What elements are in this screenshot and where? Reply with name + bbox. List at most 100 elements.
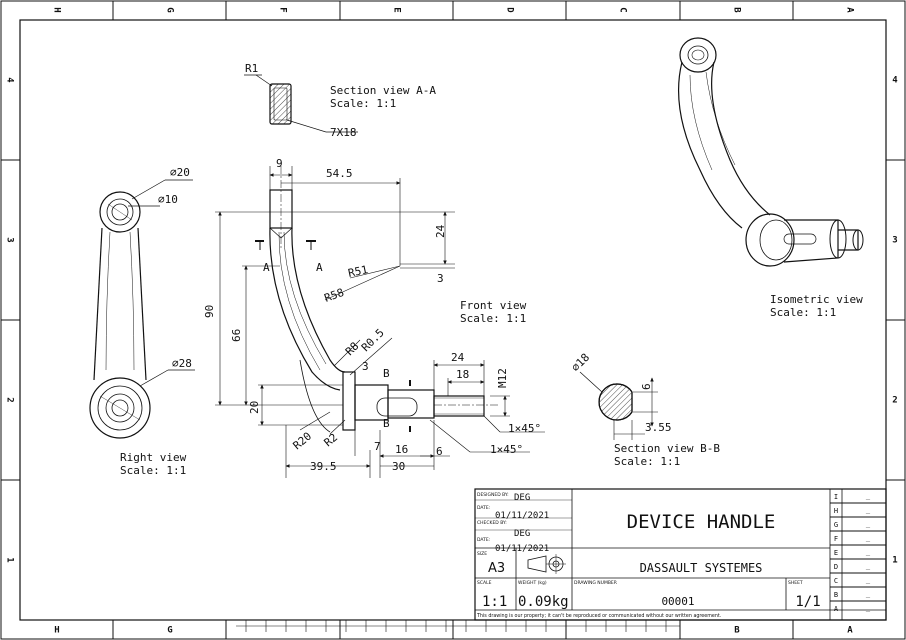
weight-label: WEIGHT (kg) <box>518 580 547 586</box>
row-label-right: 1 <box>892 556 897 566</box>
scale-label: SCALE <box>477 580 492 586</box>
revision-letter: B <box>834 591 838 599</box>
revision-letter: F <box>834 535 838 543</box>
revision-letter: H <box>834 507 838 515</box>
scale-value: 1:1 <box>482 594 507 610</box>
dim-3-shoulder: 3 <box>362 360 369 373</box>
aa-radius-label: R1 <box>245 62 258 75</box>
border-row-labels: 4 3 2 1 4 3 2 1 <box>5 76 899 566</box>
bb-dia18: ⌀18 <box>569 351 592 374</box>
checked-by: DEG <box>514 529 530 539</box>
dim-24-horizontal: 24 <box>451 351 465 364</box>
dim-24-vertical: 24 <box>434 224 447 238</box>
isometric-title: Isometric view <box>770 293 863 306</box>
row-label-left: 4 <box>5 77 15 83</box>
title-block <box>474 488 887 621</box>
row-label-right: 3 <box>892 236 897 246</box>
dim-r20: R20 <box>291 430 315 453</box>
dim-39-5: 39.5 <box>310 460 337 473</box>
bb-title: Section view B-B <box>614 442 720 455</box>
right-view <box>89 179 195 439</box>
col-label-top: G <box>165 7 175 12</box>
col-label-top: A <box>845 7 855 13</box>
revision-mark: _ <box>866 506 871 514</box>
revision-letter: E <box>834 549 838 557</box>
checked-by-label: CHECKED BY: <box>477 520 507 526</box>
sheet-label: SHEET <box>788 580 803 586</box>
front-view <box>255 166 500 433</box>
revision-mark: _ <box>866 548 871 556</box>
revision-letter: I <box>834 493 838 501</box>
right-view-scale: Scale: 1:1 <box>120 464 186 477</box>
section-view-bb <box>579 371 658 440</box>
col-label-bottom: A <box>847 626 853 636</box>
dim-9: 9 <box>276 157 283 170</box>
dim-7: 7 <box>374 440 381 453</box>
revision-letter: A <box>834 605 839 613</box>
border-column-labels: H G F E D C B A H G B A <box>52 7 855 635</box>
dim-dia28: ⌀28 <box>172 357 192 370</box>
drawing-number: 00001 <box>661 595 694 608</box>
dim-m12: M12 <box>496 368 509 388</box>
revision-letter: G <box>834 521 838 529</box>
isometric-view <box>677 37 864 267</box>
revision-mark: _ <box>866 590 871 598</box>
section-view-aa: R1 7X18 Section view A-A Scale: 1:1 <box>244 62 436 139</box>
date-label-2: DATE: <box>477 537 490 543</box>
col-label-bottom: H <box>54 626 59 636</box>
dim-dia20: ⌀20 <box>170 166 190 179</box>
dim-20: 20 <box>248 401 261 414</box>
dim-r2: R2 <box>322 431 341 449</box>
designed-by: DEG <box>514 493 530 503</box>
revision-mark: _ <box>866 492 871 500</box>
dim-54-5: 54.5 <box>326 167 353 180</box>
section-a-right: A <box>316 261 323 274</box>
dim-dia10: ⌀10 <box>158 193 178 206</box>
revision-mark: _ <box>866 604 871 612</box>
company-name: DASSAULT SYSTEMES <box>640 561 763 575</box>
revision-mark: _ <box>866 562 871 570</box>
col-label-bottom: B <box>734 626 740 636</box>
bb-scale: Scale: 1:1 <box>614 455 680 468</box>
revision-letter: D <box>834 563 838 571</box>
col-label-top: B <box>732 7 742 13</box>
revision-table: I H G F E D C B A _ _ _ _ _ _ _ _ _ <box>834 492 871 613</box>
date-1: 01/11/2021 <box>495 511 549 521</box>
section-b-top: B <box>383 367 390 380</box>
title-block-text: DESIGNED BY: DEG DATE: 01/11/2021 CHECKE… <box>476 492 821 619</box>
col-label-top: F <box>278 7 288 12</box>
dim-r8: R8 <box>343 340 362 359</box>
row-label-left: 2 <box>5 397 15 402</box>
date-label-1: DATE: <box>477 505 490 511</box>
bb-flat-6: 6 <box>640 383 653 390</box>
date-2: 01/11/2021 <box>495 544 549 554</box>
revision-letter: C <box>834 577 838 585</box>
dim-6: 6 <box>436 445 443 458</box>
revision-mark: _ <box>866 576 871 584</box>
front-view-scale: Scale: 1:1 <box>460 312 526 325</box>
bb-depth-3-55: 3.55 <box>645 421 672 434</box>
drawing-title: DEVICE HANDLE <box>627 511 776 533</box>
ownership-notice: This drawing is our property; it can't b… <box>476 613 721 619</box>
front-view-dimension-lines <box>215 166 545 478</box>
row-label-left: 3 <box>5 237 15 242</box>
size-label: SIZE <box>477 551 487 557</box>
right-view-title: Right view <box>120 451 187 464</box>
size-value: A3 <box>488 561 505 576</box>
col-label-top: E <box>392 7 402 12</box>
col-label-top: H <box>52 7 62 12</box>
section-a-left: A <box>263 261 270 274</box>
section-b-bottom: B <box>383 417 390 430</box>
row-label-left: 1 <box>5 557 15 562</box>
weight-value: 0.09kg <box>518 594 569 610</box>
dim-30: 30 <box>392 460 405 473</box>
dim-3: 3 <box>437 272 444 285</box>
aa-scale: Scale: 1:1 <box>330 97 396 110</box>
dim-chamfer-1: 1×45° <box>508 422 541 435</box>
aa-title: Section view A-A <box>330 84 436 97</box>
row-label-right: 4 <box>892 76 898 86</box>
dim-r58: R58 <box>323 286 346 305</box>
row-label-right: 2 <box>892 396 897 406</box>
